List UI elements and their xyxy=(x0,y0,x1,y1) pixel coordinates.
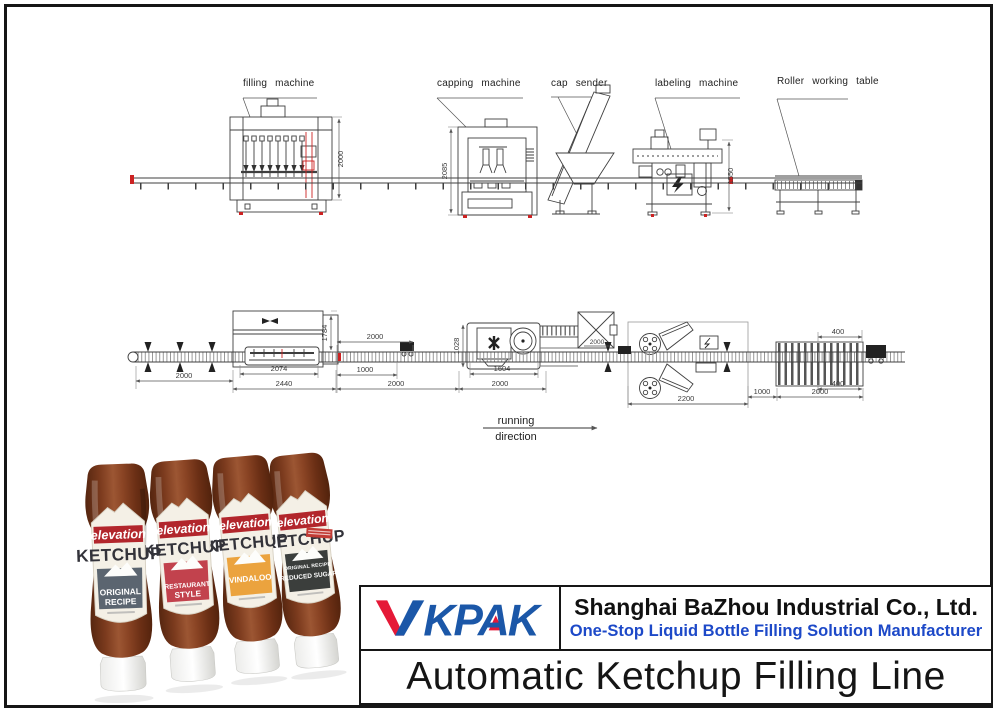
brand-text: elevation xyxy=(90,526,146,543)
roller-width-leader-dim: 400 xyxy=(832,327,845,336)
buffer-length-dim: 1000 xyxy=(357,365,374,374)
ketchup-bottle-vindaloo: elevation KETCHUP VINDALOO xyxy=(205,455,289,686)
variant-patch xyxy=(163,560,210,603)
mountain-graphic xyxy=(292,545,324,562)
info-top-row: KPAK Shanghai BaZhou Industrial Co., Ltd… xyxy=(361,587,991,651)
info-table: KPAK Shanghai BaZhou Industrial Co., Ltd… xyxy=(359,585,993,705)
variant-line2: RECIPE xyxy=(105,596,137,607)
cap-hopper-span-dim: 2000 xyxy=(590,339,605,346)
brand-band xyxy=(158,518,208,539)
bottle-cap xyxy=(293,632,339,669)
variant-line1: VINDALOO xyxy=(229,572,272,585)
cap-sender-label: cap sender xyxy=(551,78,608,89)
conveyor-top xyxy=(127,341,905,373)
variant-line0: ORIGINAL RECIPE xyxy=(284,561,332,572)
brand-text: elevation xyxy=(156,520,211,538)
labeler-overall-dim: 2200 xyxy=(678,394,695,403)
transfer-bottom-dim: 2000 xyxy=(388,379,405,388)
net-weight-fineprint xyxy=(297,591,324,596)
filler-tray-top xyxy=(244,346,320,366)
conveyor-side xyxy=(130,175,862,190)
bottle-cap xyxy=(169,646,216,682)
roller-table-side xyxy=(774,175,863,215)
logo-cell: KPAK xyxy=(361,587,561,649)
product-bottles-photo: elevation KETCHUP ORIGINAL RECIPE REDUCE… xyxy=(55,452,375,714)
filler-width-dim: 1784 xyxy=(320,325,329,342)
variant-patch xyxy=(226,554,273,597)
variant-line1: ORIGINAL xyxy=(100,586,142,597)
labeling-height-dim: 1550 xyxy=(726,168,735,185)
capping-machine-label: capping machine xyxy=(437,78,521,89)
filler-overall-dim: 2440 xyxy=(276,379,293,388)
outer-border-frame xyxy=(4,4,993,708)
net-weight-fineprint xyxy=(238,596,266,601)
capping-machine-side xyxy=(457,118,538,218)
labeler-to-roller-dim: 1000 xyxy=(754,387,771,396)
labeling-machine-side xyxy=(632,128,723,217)
product-title-banner: Automatic Ketchup Filling Line xyxy=(361,651,991,703)
bottle-cap xyxy=(234,638,280,674)
transfer-top-dim: 2000 xyxy=(367,332,384,341)
company-cell: Shanghai BaZhou Industrial Co., Ltd. One… xyxy=(561,587,991,649)
infeed-length-dim: 2000 xyxy=(176,371,193,380)
brand-band xyxy=(93,525,144,544)
logo-text: KPAK xyxy=(423,597,543,643)
variant-line1: RESTAURANT xyxy=(164,581,211,591)
lightning-bolt-icon xyxy=(672,177,684,193)
logo-v-red-stroke xyxy=(375,600,404,636)
product-title: Automatic Ketchup Filling Line xyxy=(406,655,946,698)
filler-inner-dim: 2074 xyxy=(271,364,288,373)
mountain-graphic xyxy=(170,555,204,571)
roller-table-top xyxy=(775,341,864,387)
capper-inner-dim: 1604 xyxy=(494,364,511,373)
ketchup-bottle-restaurant-style: elevation KETCHUP RESTAURANT STYLE xyxy=(142,459,227,694)
mountain-graphic xyxy=(233,549,266,565)
bottle-cap xyxy=(99,655,147,692)
side-view xyxy=(130,84,863,218)
top-dim-lines xyxy=(135,315,864,406)
bottle-label: elevation KETCHUP RESTAURANT STYLE xyxy=(142,497,227,615)
vkpak-logo: KPAK xyxy=(375,597,545,643)
logo-v-blue-stroke xyxy=(395,600,425,636)
net-weight-fineprint xyxy=(175,602,202,607)
top-view xyxy=(127,310,905,431)
cap-sender-top xyxy=(539,311,618,367)
company-slogan: One-Stop Liquid Bottle Filling Solution … xyxy=(569,621,983,640)
brand-band xyxy=(278,510,327,531)
bottle-label: elevation KETCHUP ORIGINAL RECIPE xyxy=(76,502,162,623)
ketchup-bottle-original-recipe: elevation KETCHUP ORIGINAL RECIPE xyxy=(76,463,162,704)
roller-table-label: Roller working table xyxy=(777,76,879,87)
filling-height-dim: 2000 xyxy=(336,151,345,168)
capping-height-dim: 2085 xyxy=(440,163,449,180)
brand-text: elevation xyxy=(218,515,272,534)
filler-sensor-marks xyxy=(302,132,315,198)
brand-text: elevation xyxy=(276,511,329,530)
running-direction-line1: running xyxy=(498,415,535,427)
running-direction-line2: direction xyxy=(495,431,537,443)
labeling-machine-top xyxy=(627,321,749,405)
logo-a-red-triangle xyxy=(488,615,503,631)
filling-machine-side xyxy=(229,98,333,215)
net-weight-fineprint xyxy=(107,611,135,614)
side-extension-lines xyxy=(333,116,733,216)
roller-length-dim: 2000 xyxy=(812,387,829,396)
brand-band xyxy=(221,513,270,534)
label-leader-lines xyxy=(242,96,848,177)
filling-line-technical-drawing: filling machine capping machine cap send… xyxy=(127,76,905,443)
capper-width-dim: 1028 xyxy=(452,338,461,355)
ribbon-badge xyxy=(306,527,333,539)
product-text: KETCHUP xyxy=(76,543,162,566)
ketchup-bottle-reduced-sugar: elevation KETCHUP ORIGINAL RECIPE REDUCE… xyxy=(263,452,347,680)
labeling-machine-label: labeling machine xyxy=(655,78,738,89)
side-dim-lines xyxy=(337,118,731,214)
mountain-graphic xyxy=(104,562,138,577)
company-name: Shanghai BaZhou Industrial Co., Ltd. xyxy=(574,594,978,621)
capper-overall-dim: 2000 xyxy=(492,379,509,388)
cap-sender-side xyxy=(547,84,615,215)
variant-patch xyxy=(96,567,143,610)
variant-line2: STYLE xyxy=(174,589,202,600)
filling-machine-label: filling machine xyxy=(243,78,315,89)
bottle-shadow xyxy=(291,670,347,680)
roller-width-dim: 400 xyxy=(832,379,845,388)
